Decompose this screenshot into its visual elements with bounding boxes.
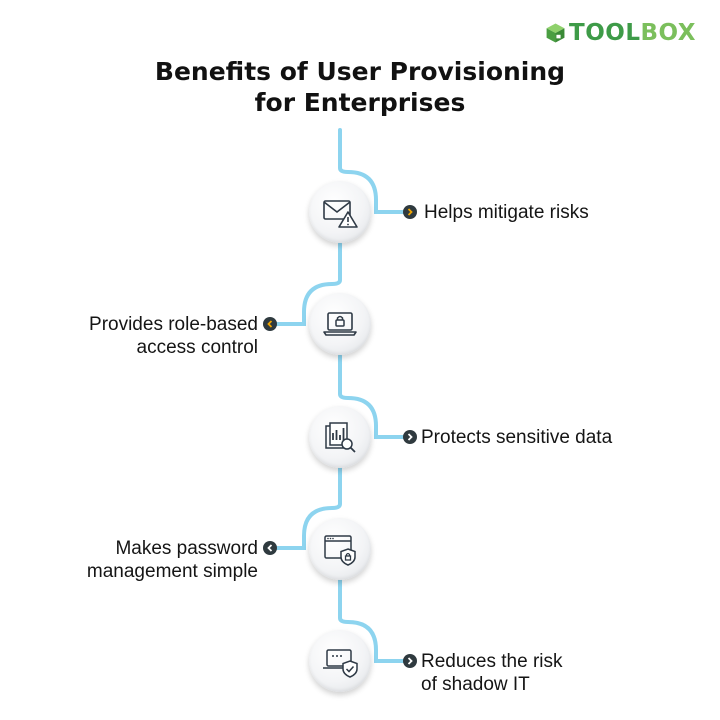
item-label-1: Helps mitigate risks bbox=[424, 201, 589, 224]
item-4-line-1: Makes password bbox=[115, 538, 258, 559]
item-2-line-2: access control bbox=[136, 337, 258, 358]
logo-text-tool: TOOL bbox=[569, 20, 641, 46]
arrow-right-icon bbox=[403, 654, 417, 668]
item-5-line-2: of shadow IT bbox=[421, 674, 530, 695]
node-laptop-password-shield bbox=[309, 630, 371, 692]
email-warning-icon bbox=[323, 200, 358, 228]
document-analysis-icon bbox=[325, 422, 356, 453]
laptop-password-shield-icon bbox=[323, 649, 358, 678]
browser-shield-icon bbox=[324, 535, 356, 566]
item-3-line-1: Protects sensitive data bbox=[421, 427, 613, 448]
toolbox-logo: TOOLBOX bbox=[546, 14, 696, 52]
node-browser-shield bbox=[309, 518, 371, 580]
arrow-right-icon bbox=[403, 205, 417, 219]
item-label-4: Makes password management simple bbox=[87, 537, 258, 583]
item-label-5: Reduces the risk of shadow IT bbox=[421, 650, 563, 696]
item-label-2: Provides role-based access control bbox=[89, 313, 258, 359]
item-1-line-1: Helps mitigate risks bbox=[424, 202, 589, 223]
arrow-left-icon bbox=[263, 541, 277, 555]
page-title: Benefits of User Provisioning for Enterp… bbox=[0, 56, 720, 118]
item-4-line-2: management simple bbox=[86, 561, 258, 582]
node-laptop-lock bbox=[309, 293, 371, 355]
title-line-2: for Enterprises bbox=[254, 88, 466, 117]
item-2-line-1: Provides role-based bbox=[89, 314, 258, 335]
node-document-analysis bbox=[309, 406, 371, 468]
node-email-warning bbox=[309, 181, 371, 243]
arrow-right-icon bbox=[403, 430, 417, 444]
logo-text-box: BOX bbox=[640, 20, 696, 46]
logo-wordmark: TOOLBOX bbox=[569, 20, 696, 46]
title-line-1: Benefits of User Provisioning bbox=[154, 57, 566, 86]
arrow-left-icon bbox=[263, 317, 277, 331]
cube-logo-icon bbox=[546, 23, 565, 43]
item-label-3: Protects sensitive data bbox=[421, 426, 612, 449]
item-5-line-1: Reduces the risk bbox=[421, 651, 563, 672]
laptop-lock-icon bbox=[323, 312, 357, 336]
